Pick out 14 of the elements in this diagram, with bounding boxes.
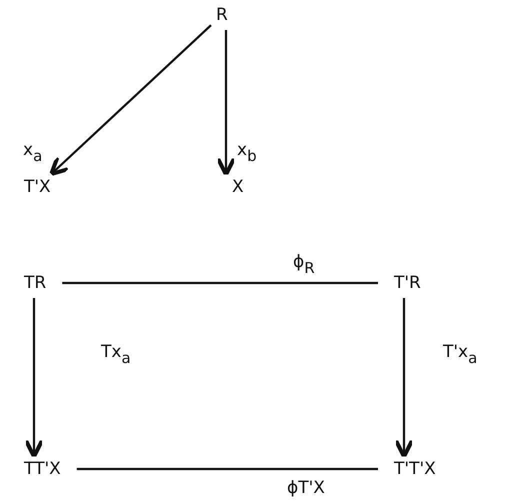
line <box>76 468 378 470</box>
math-label: T'R <box>392 272 423 294</box>
math-label: X <box>230 176 246 198</box>
math-label: R <box>214 4 230 26</box>
math-label: TR <box>22 272 48 294</box>
arrow <box>24 298 44 459</box>
math-label: T'X <box>22 176 53 198</box>
math-label: TT'X <box>22 458 63 480</box>
edge-label: ϕT'X <box>286 478 326 498</box>
arrow <box>394 298 414 459</box>
arrow <box>49 24 212 176</box>
math-label: T'T'X <box>392 458 438 480</box>
line <box>62 282 378 284</box>
arrow <box>216 30 236 177</box>
